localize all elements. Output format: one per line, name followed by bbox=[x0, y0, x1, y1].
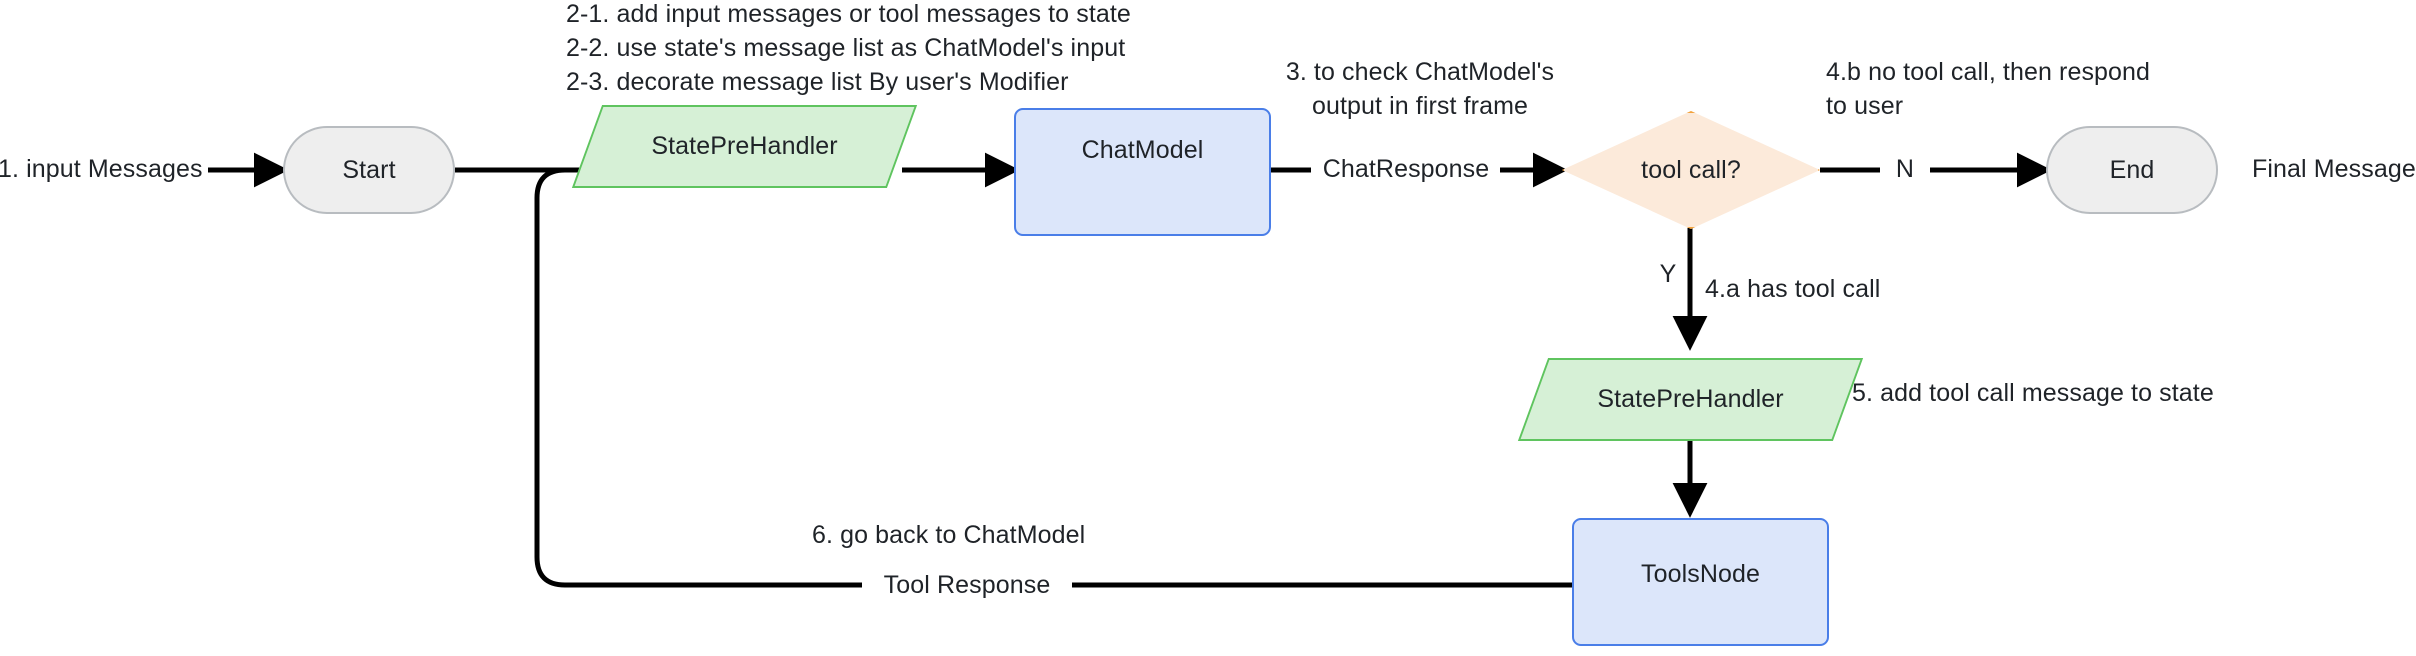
annotation-step2-line1: 2-1. add input messages or tool messages… bbox=[566, 0, 1131, 28]
node-state-pre-handler-top[interactable]: StatePreHandler bbox=[571, 105, 918, 188]
node-chat-model[interactable]: ChatModel bbox=[1014, 108, 1271, 236]
node-tool-call-decision[interactable]: tool call? bbox=[1562, 111, 1820, 229]
node-tool-call-decision-label: tool call? bbox=[1641, 155, 1741, 184]
edge-label-chat-response: ChatResponse bbox=[1322, 155, 1490, 183]
node-start-label: Start bbox=[342, 155, 396, 184]
annotation-step4b-line1: 4.b no tool call, then respond bbox=[1826, 58, 2151, 86]
annotation-step5: 5. add tool call message to state bbox=[1852, 379, 2214, 407]
annotation-step6: 6. go back to ChatModel bbox=[812, 521, 1086, 549]
node-state-pre-handler-top-label: StatePreHandler bbox=[651, 132, 838, 160]
annotation-step3-line1: 3. to check ChatModel's bbox=[1285, 58, 1555, 86]
annotation-step4b-line2: to user bbox=[1826, 92, 1904, 120]
node-state-pre-handler-bottom-label: StatePreHandler bbox=[1597, 385, 1784, 413]
node-tools-node-label: ToolsNode bbox=[1640, 559, 1761, 588]
annotation-step3-line2: output in first frame bbox=[1311, 92, 1529, 120]
edge-label-input-messages: 1. input Messages bbox=[0, 155, 203, 183]
edge-label-branch-no: N bbox=[1895, 155, 1915, 183]
annotation-step2-line3: 2-3. decorate message list By user's Mod… bbox=[566, 68, 1069, 96]
annotation-step4a: 4.a has tool call bbox=[1705, 275, 1881, 303]
node-tools-node[interactable]: ToolsNode bbox=[1572, 518, 1829, 646]
edge-toolsnode-loopback bbox=[534, 167, 1572, 588]
edge-label-tool-response: Tool Response bbox=[862, 568, 1072, 602]
node-end-label: End bbox=[2109, 155, 2155, 184]
node-start[interactable]: Start bbox=[283, 126, 455, 214]
node-state-pre-handler-bottom[interactable]: StatePreHandler bbox=[1517, 358, 1864, 441]
node-chat-model-label: ChatModel bbox=[1081, 135, 1204, 164]
edge-label-final-message: Final Message bbox=[2252, 155, 2416, 183]
node-end[interactable]: End bbox=[2046, 126, 2218, 214]
annotation-step2-line2: 2-2. use state's message list as ChatMod… bbox=[566, 34, 1126, 62]
edge-label-branch-yes: Y bbox=[1659, 260, 1677, 288]
